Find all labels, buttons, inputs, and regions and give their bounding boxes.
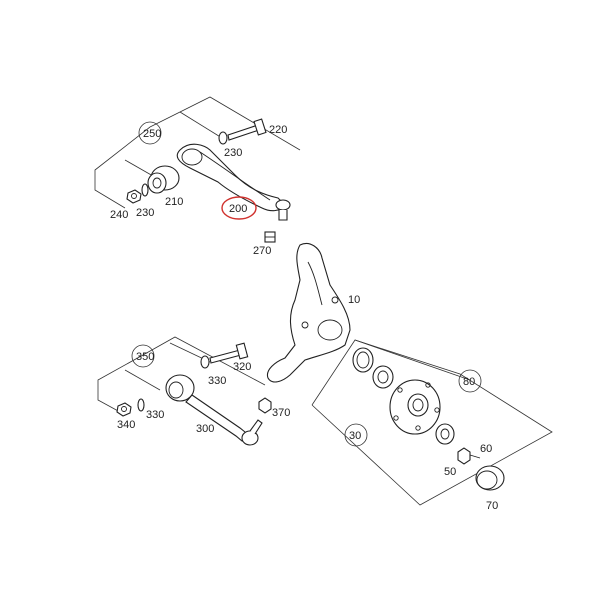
ball-joint-upper[interactable] xyxy=(275,199,291,221)
label-300: 300 xyxy=(196,423,214,435)
label-70: 70 xyxy=(486,500,498,512)
callout-circle-250 xyxy=(138,121,162,145)
lower-ball-joint[interactable] xyxy=(241,419,263,446)
hub-nut-50[interactable] xyxy=(457,447,471,465)
hub-callout-lines xyxy=(311,339,553,506)
washer-330-left xyxy=(137,398,145,412)
label-80: 80 xyxy=(463,376,475,388)
upper-arm-bushing[interactable] xyxy=(147,165,180,194)
callout-circle-80 xyxy=(458,369,482,393)
label-210: 210 xyxy=(165,196,183,208)
label-370: 370 xyxy=(272,407,290,419)
label-230-left: 230 xyxy=(136,207,154,219)
label-30: 30 xyxy=(349,430,361,442)
label-340: 340 xyxy=(117,419,135,431)
dust-cap-70[interactable] xyxy=(475,465,505,491)
label-350: 350 xyxy=(136,351,154,363)
washer-230-top xyxy=(218,131,228,145)
highlight-ring-200 xyxy=(221,196,257,220)
label-270: 270 xyxy=(253,245,271,257)
label-240: 240 xyxy=(110,209,128,221)
part-labels: 250 220 230 240 230 210 200 270 10 350 3… xyxy=(110,124,498,512)
lower-arm-callout-lines xyxy=(97,336,266,413)
label-230-top: 230 xyxy=(224,147,242,159)
upper-arm-bolt[interactable] xyxy=(227,118,267,141)
lower-arm-bolt[interactable] xyxy=(209,342,249,364)
label-10: 10 xyxy=(348,294,360,306)
wheel-hub-flange[interactable] xyxy=(389,379,441,435)
label-250: 250 xyxy=(143,128,161,140)
nut-370[interactable] xyxy=(258,397,272,414)
callout-circle-350 xyxy=(131,344,155,368)
upper-control-arm[interactable] xyxy=(176,143,286,212)
label-50: 50 xyxy=(444,466,456,478)
label-220: 220 xyxy=(269,124,287,136)
hub-seal-ring[interactable] xyxy=(352,347,374,373)
label-320: 320 xyxy=(233,361,251,373)
steering-knuckle[interactable] xyxy=(266,242,351,383)
washer-230-left xyxy=(141,183,149,197)
nut-270[interactable] xyxy=(264,231,276,243)
nut-340[interactable] xyxy=(116,402,132,417)
washer-330-top xyxy=(200,355,210,369)
label-200: 200 xyxy=(229,203,247,215)
nut-240[interactable] xyxy=(126,189,142,204)
label-330-left: 330 xyxy=(146,409,164,421)
callout-circle-30 xyxy=(344,423,368,447)
inner-bearing[interactable] xyxy=(372,365,394,389)
cotter-pin-60 xyxy=(469,454,481,459)
label-330-top: 330 xyxy=(208,375,226,387)
label-60: 60 xyxy=(480,443,492,455)
outer-bearing[interactable] xyxy=(435,423,455,445)
